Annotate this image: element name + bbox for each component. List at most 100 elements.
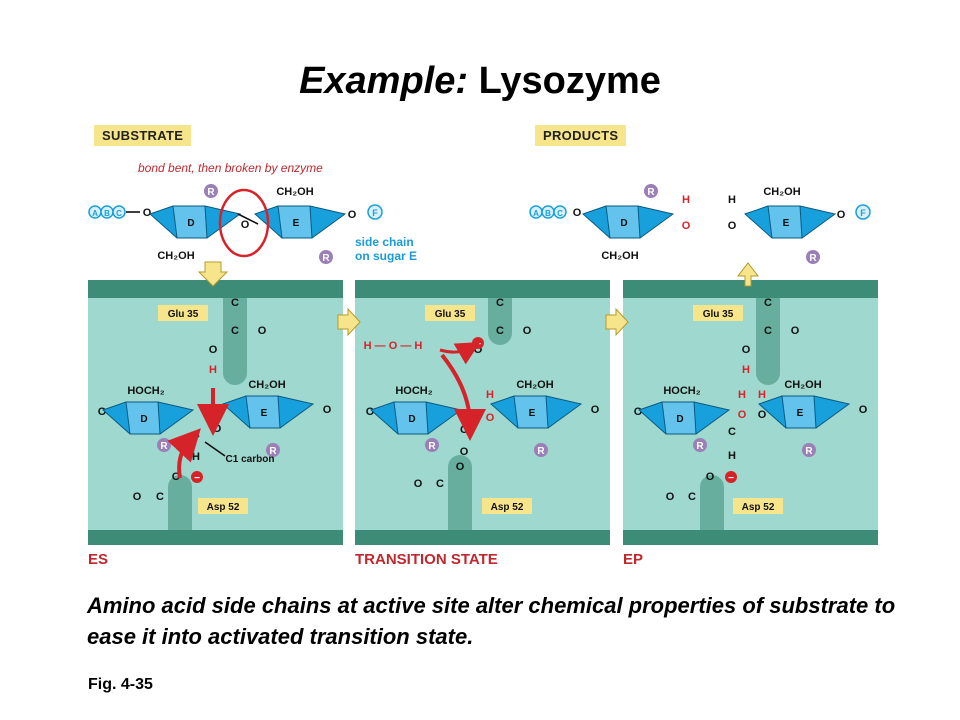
glu-ts-c2: C (496, 325, 504, 337)
sugar-circle-cc-label: C (116, 209, 122, 218)
glu35-label-es: Glu 35 (168, 309, 199, 320)
substrate-o-left: O (143, 207, 152, 219)
title-prefix: Example: (299, 60, 469, 102)
product-circle-cc-label: C (557, 209, 563, 218)
ep-ring-d-letter: D (676, 414, 683, 425)
product-f-circle (855, 204, 871, 220)
es-c1-h: H (192, 451, 200, 463)
substrate-r-e-label: R (322, 253, 330, 264)
es-r-e-label: R (269, 446, 277, 457)
enzyme-panel-top-2 (623, 280, 878, 298)
asp52-label-ts-bg (482, 498, 532, 514)
product-o-mid: O (682, 220, 691, 232)
ep-ring-e-face (781, 395, 817, 429)
ep-ch2oh: CH₂OH (784, 379, 821, 391)
substrate-f-label: F (372, 208, 378, 218)
glu35-label-ts: Glu 35 (435, 309, 466, 320)
sugar-circle-a-label: A (92, 209, 98, 218)
bond-highlight-circle (218, 188, 270, 258)
enzyme-panel-top-1 (355, 280, 610, 298)
side-chain-note: side chain on sugar E (355, 235, 417, 263)
enzyme-panel-bottom-2 (623, 530, 878, 545)
side-chain-line1: side chain (355, 235, 414, 249)
product-ring-d-face (605, 205, 641, 239)
es-bridge-o: O (213, 423, 222, 435)
title-main: Lysozyme (478, 60, 661, 102)
product-o-right: O (728, 220, 737, 232)
es-o-left: O (98, 406, 107, 418)
stage-label-ep: EP (623, 551, 644, 568)
asp52-chain-es (168, 475, 192, 545)
es-ring-d-letter: D (140, 414, 147, 425)
ts-ring-d-letter: D (408, 414, 415, 425)
glu-es-c2: C (231, 325, 239, 337)
product-h-right: H (728, 194, 736, 206)
asp-es-o1: O (133, 491, 142, 503)
figure-label: Fig. 4-35 (88, 676, 153, 693)
product-ring-d-letter: D (620, 218, 627, 229)
ts-water-arrow (440, 353, 486, 441)
glu-es-c1: C (231, 297, 239, 309)
ts-ring-e-letter: E (529, 408, 536, 419)
ts-water: H — O — H (364, 340, 423, 352)
es-ring-d-face (125, 401, 161, 435)
ep-o2: O (758, 409, 767, 421)
ep-r-e-label: R (805, 446, 813, 457)
stage-label-transition: TRANSITION STATE (355, 551, 498, 568)
product-ch2oh-d: CH₂OH (601, 250, 638, 262)
side-chain-line2: on sugar E (355, 249, 418, 263)
product-o-left: O (573, 207, 582, 219)
ts-hoch2: HOCH₂ (395, 385, 432, 397)
ts-o-right: O (591, 404, 600, 416)
ep-c1: C (728, 426, 736, 438)
substrate-f-circle (367, 204, 383, 220)
product-r-d-label: R (647, 187, 655, 198)
ts-ring-d-face (393, 401, 429, 435)
glu35-label-ts-bg (425, 305, 475, 321)
substrate-o-right: O (348, 209, 357, 221)
asp52-label-ts: Asp 52 (491, 502, 524, 513)
glu35-chain-es (223, 285, 247, 385)
product-circle-cc (553, 205, 567, 219)
substrate-ch2oh-d: CH₂OH (157, 250, 194, 262)
glu-ep-c2: C (764, 325, 772, 337)
glu35-chain-ts (488, 285, 512, 345)
product-ring-e-face (767, 205, 803, 239)
sugar-circle-cc (112, 205, 126, 219)
es-o-right: O (323, 404, 332, 416)
glu-ep-o-single: O (742, 344, 751, 356)
ep-o-right: O (859, 404, 868, 416)
glu35-label-ep: Glu 35 (703, 309, 734, 320)
glu-ep-h: H (742, 364, 750, 376)
enzyme-panel-top-0 (88, 280, 343, 298)
asp52-label-es-bg (198, 498, 248, 514)
glu35-chain-ep (756, 285, 780, 385)
ts-glu-arrow (439, 341, 481, 365)
substrate-glyco-bond-1 (237, 213, 259, 225)
glu35-label-ep-bg (693, 305, 743, 321)
caption: Amino acid side chains at active site al… (87, 593, 896, 649)
asp52-label-ep-bg (733, 498, 783, 514)
ep-h1: H (738, 389, 746, 401)
es-c1-pointer (204, 441, 226, 457)
es-hoch2: HOCH₂ (127, 385, 164, 397)
flow-arrow-ts-to-ep (605, 307, 629, 337)
glu-es-h: H (209, 364, 217, 376)
glu35-label-es-bg (158, 305, 208, 321)
es-c1: C (192, 429, 200, 441)
product-ring-e-letter: E (783, 218, 790, 229)
substrate-r-e (319, 250, 333, 264)
es-ring-e-face (245, 395, 281, 429)
substrate-glyco-o: O (241, 219, 250, 231)
substrate-ring-d-letter: D (187, 218, 194, 229)
ts-ch2oh: CH₂OH (516, 379, 553, 391)
asp52-label-ep: Asp 52 (742, 502, 775, 513)
ep-h2: H (758, 389, 766, 401)
asp-ep-c: C (688, 491, 696, 503)
asp-es-minus-circle (191, 471, 203, 483)
ts-r-e (534, 443, 548, 457)
product-o-far: O (837, 209, 846, 221)
substrate-r-d (204, 184, 218, 198)
page-title: Example: Lysozyme (0, 60, 960, 103)
